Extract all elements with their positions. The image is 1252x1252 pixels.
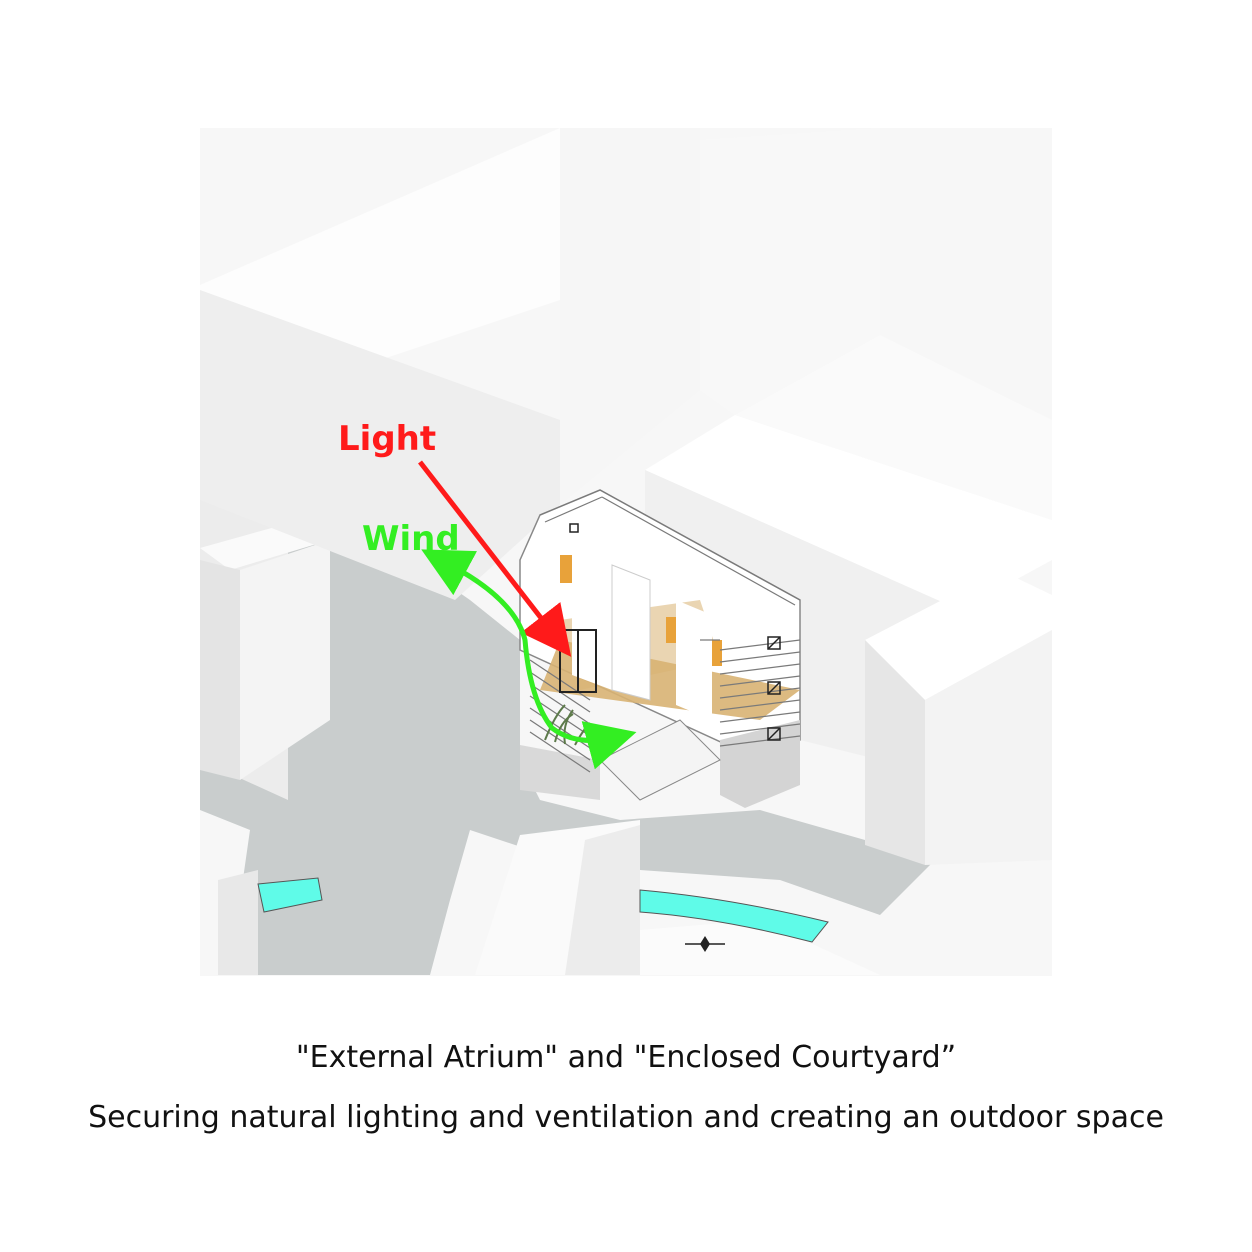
light-label: Light	[338, 419, 436, 459]
building-right-back	[700, 128, 880, 415]
wind-label: Wind	[362, 519, 460, 559]
building-left2-side	[200, 560, 240, 780]
water-strip-left	[257, 877, 323, 913]
building-rear-side	[560, 128, 700, 505]
building-far-right-top	[865, 570, 1052, 700]
wind-arrow	[421, 549, 637, 770]
building-bottom-right	[640, 920, 880, 975]
building-far-right-side	[925, 630, 1052, 865]
road	[200, 500, 935, 975]
caption-title: "External Atrium" and "Enclosed Courtyar…	[295, 1040, 957, 1075]
building-right-upper	[735, 335, 1052, 520]
building-bottom-left	[218, 870, 258, 975]
building-far-right-front	[865, 640, 925, 865]
building-right-top	[645, 415, 1052, 610]
building-bottom-mid-side	[565, 825, 640, 975]
north-marker	[685, 936, 725, 952]
building-left2-front	[240, 540, 330, 780]
caption-subtitle: Securing natural lighting and ventilatio…	[88, 1100, 1164, 1135]
water-strip-right	[639, 889, 829, 943]
